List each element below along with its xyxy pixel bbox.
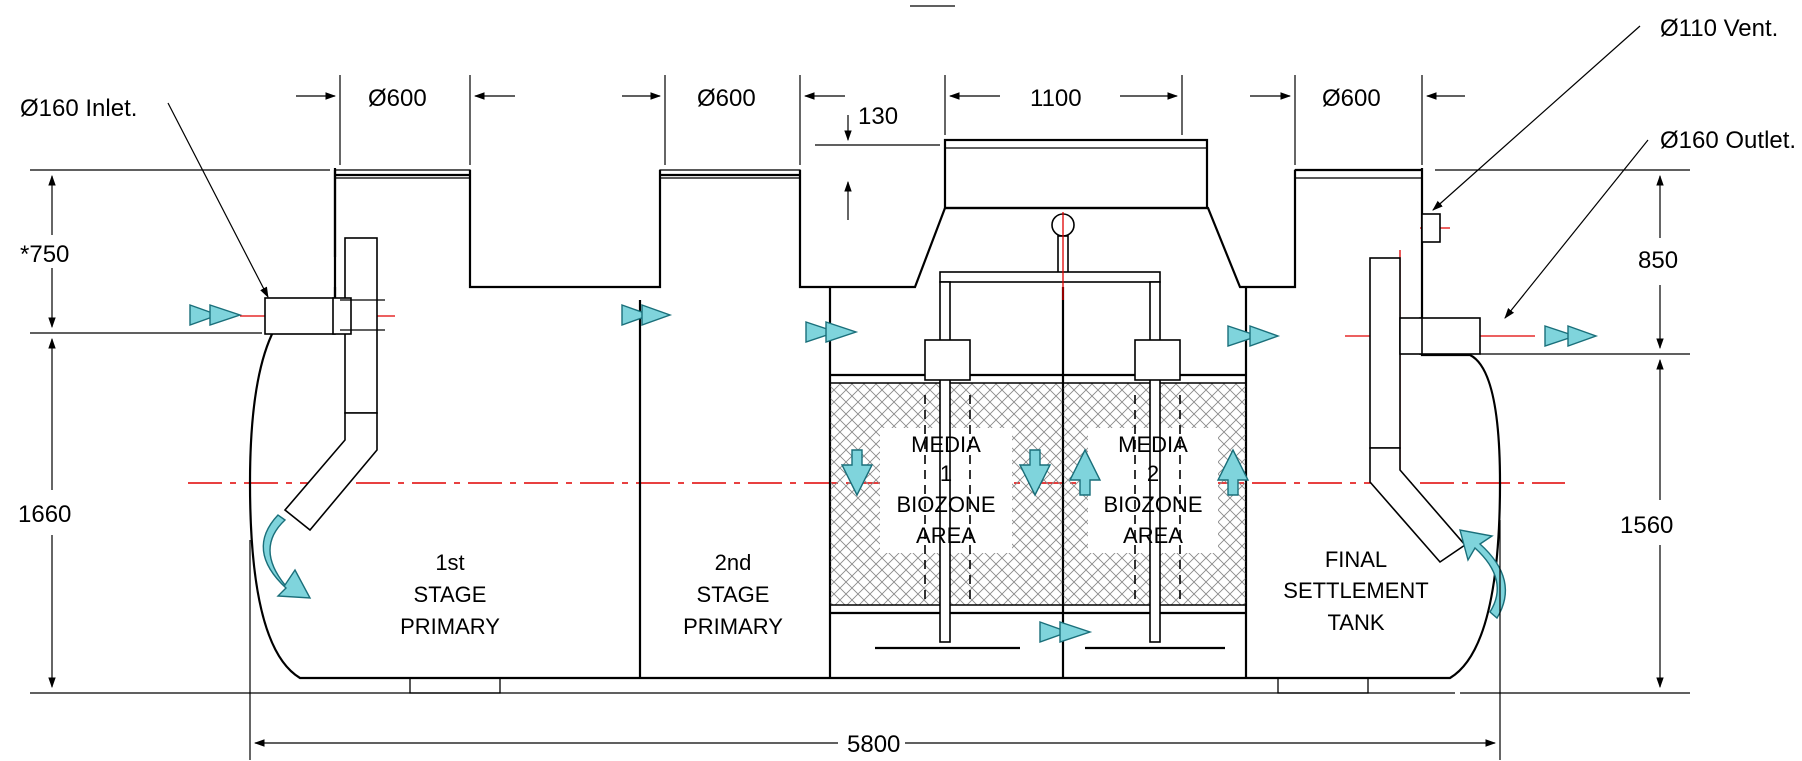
manway-2	[798, 170, 1297, 289]
zone-media2-line: MEDIA	[1118, 432, 1188, 457]
flow-arrow-stage2	[621, 304, 673, 326]
zone-stage1-line: PRIMARY	[400, 614, 500, 639]
outlet-label: Ø160 Outlet.	[1660, 127, 1796, 154]
zone-stage2-label: 2nd STAGE PRIMARY	[683, 550, 783, 639]
zone-stage2-line: 2nd	[715, 550, 752, 575]
flow-arrow-up-1	[1068, 448, 1102, 496]
zone-stage2-line: STAGE	[697, 582, 770, 607]
manway-2-dim: Ø600	[697, 85, 756, 112]
zone-media1-line: 1	[940, 461, 952, 486]
inlet-pipe	[264, 237, 385, 532]
overall-length-dim: 5800	[847, 731, 900, 758]
zone-final-line: SETTLEMENT	[1283, 578, 1428, 603]
zone-final-line: TANK	[1327, 610, 1384, 635]
flow-arrow-down-2	[1018, 449, 1052, 497]
flow-arrow-curl-right	[1459, 529, 1507, 620]
zone-stage1-line: 1st	[435, 550, 464, 575]
flow-arrow-bottom	[1039, 621, 1093, 643]
right-height-dim: 1560	[1620, 512, 1673, 539]
aeration-pipework	[875, 212, 1225, 650]
zone-stage1-label: 1st STAGE PRIMARY	[400, 550, 500, 639]
inlet-depth-dim: *750	[20, 241, 69, 268]
flow-arrows	[189, 304, 1599, 643]
vent-label: Ø110 Vent.	[1660, 15, 1778, 42]
zone-media1-label: MEDIA 1 BIOZONE AREA	[896, 432, 995, 548]
zone-stage2-line: PRIMARY	[683, 614, 783, 639]
outlet-pipe	[1369, 213, 1481, 564]
zone-final-label: FINAL SETTLEMENT TANK	[1283, 547, 1428, 635]
zone-media2-line: AREA	[1123, 523, 1183, 548]
zone-media2-label: MEDIA 2 BIOZONE AREA	[1103, 432, 1202, 548]
center-lid	[943, 138, 1209, 210]
flow-arrow-curl-left	[262, 514, 312, 599]
zone-stage1-line: STAGE	[414, 582, 487, 607]
flow-arrow-outlet	[1544, 325, 1599, 347]
inlet-label: Ø160 Inlet.	[20, 95, 137, 122]
lid-width-dim: 1100	[1030, 85, 1082, 112]
zone-media2-line: BIOZONE	[1103, 492, 1202, 517]
flow-arrow-down-1	[840, 449, 874, 497]
zone-media1-line: AREA	[916, 523, 976, 548]
zone-media1-line: BIOZONE	[896, 492, 995, 517]
manway-3-dim: Ø600	[1322, 85, 1381, 112]
manway-1	[333, 170, 662, 300]
dimension-lines	[30, 5, 1690, 760]
flow-arrow-up-2	[1216, 448, 1250, 496]
left-height-dim: 1660	[18, 501, 71, 528]
flow-arrow-inlet	[189, 304, 243, 326]
zone-media2-line: 2	[1147, 461, 1159, 486]
lid-offset-dim: 130	[858, 103, 898, 130]
zone-media1-line: MEDIA	[911, 432, 981, 457]
outlet-depth-dim: 850	[1638, 247, 1678, 274]
flow-arrow-final	[1227, 325, 1281, 347]
flow-arrow-media	[805, 321, 859, 343]
manway-1-dim: Ø600	[368, 85, 427, 112]
zone-final-line: FINAL	[1325, 547, 1387, 572]
